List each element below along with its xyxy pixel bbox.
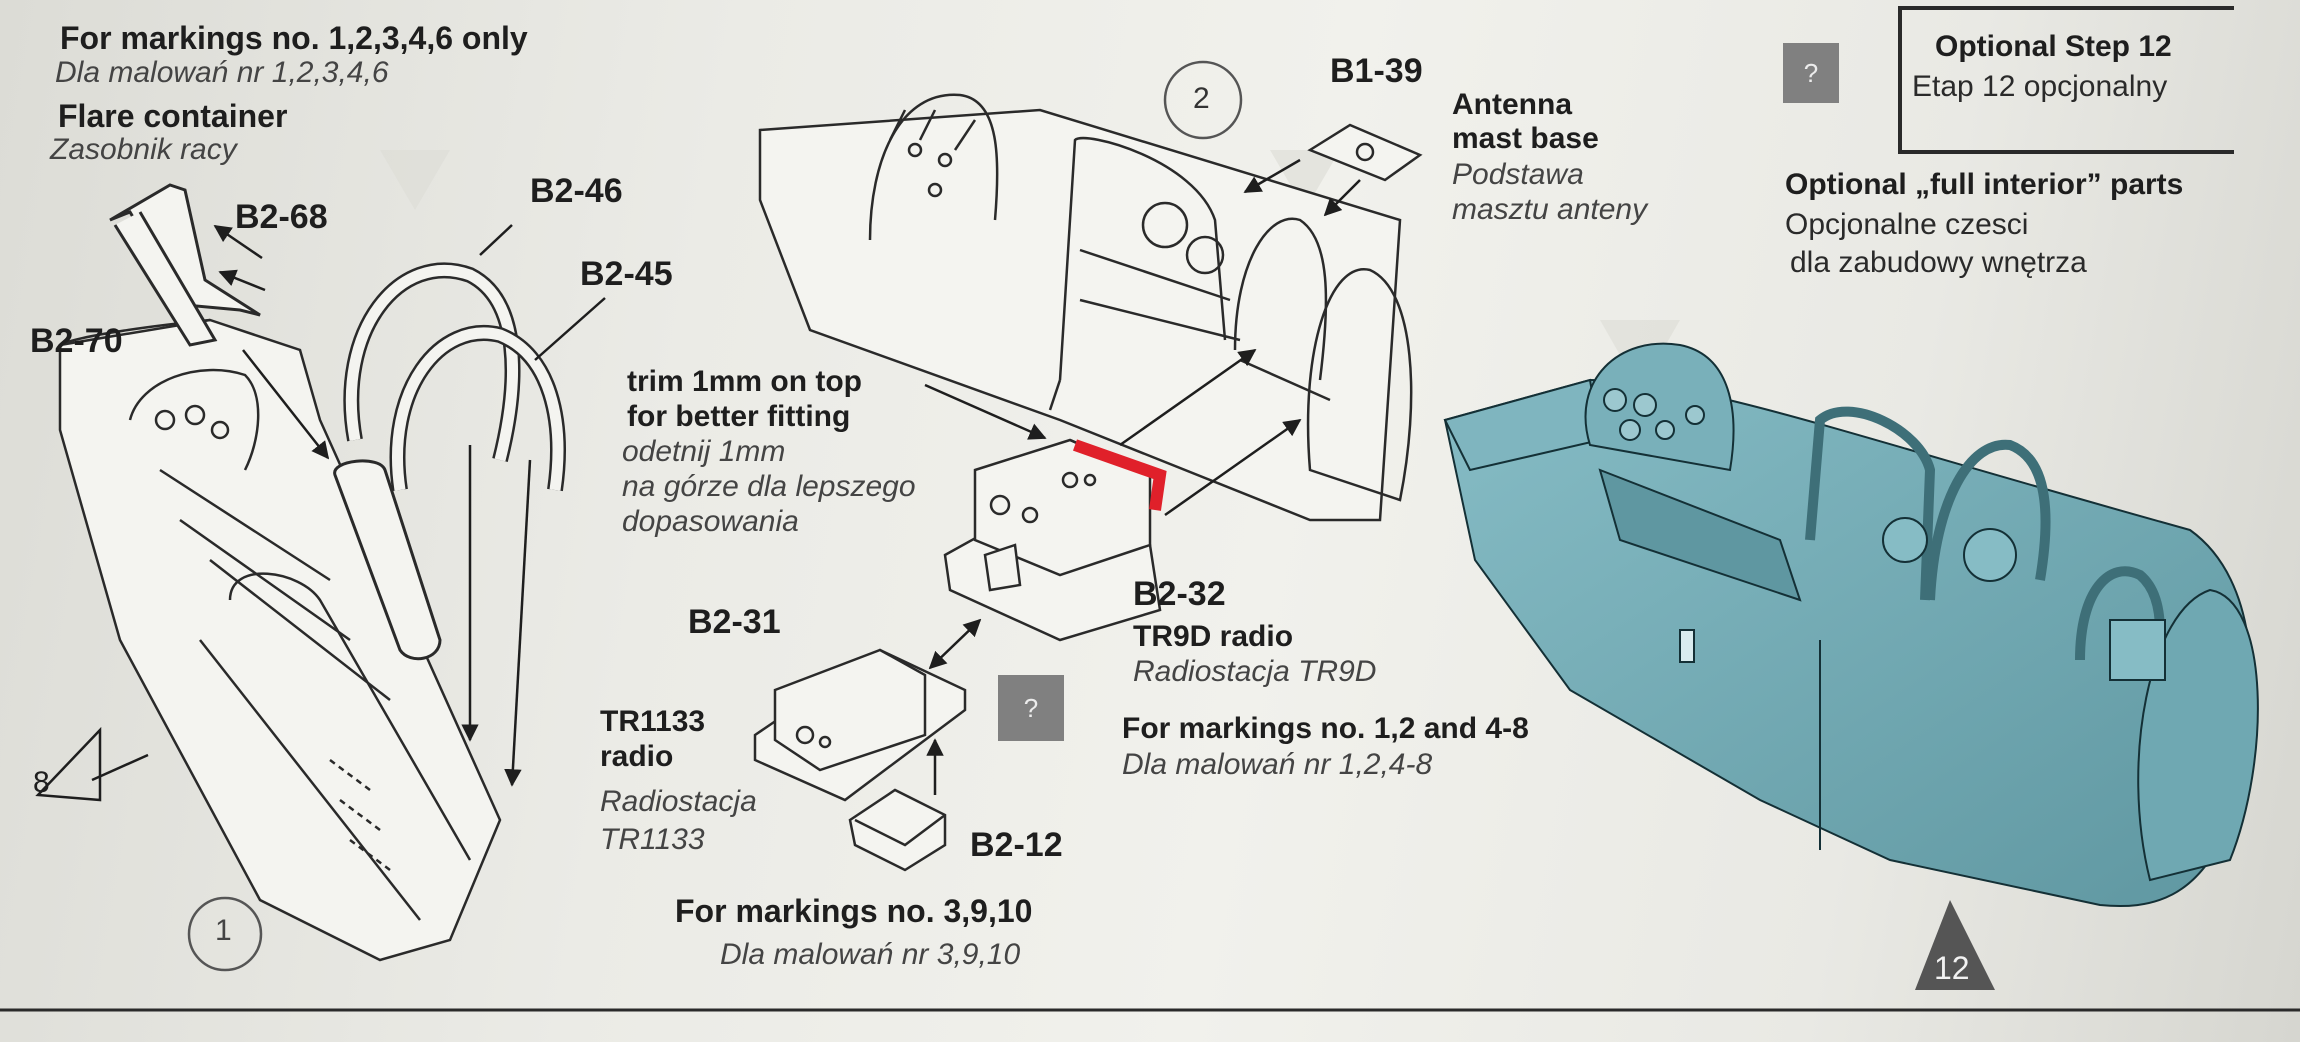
part-label-b2-70: B2-70 [30, 322, 123, 360]
optional-step-title: Optional Step 12 [1935, 30, 2172, 63]
page-number-triangle [1915, 900, 1995, 990]
full-interior-title: Optional „full interior” parts [1785, 168, 2184, 201]
fuselage-left-drawing [58, 318, 502, 962]
step-ref-number: 8 [33, 766, 50, 799]
question-box-right: ? [1783, 43, 1839, 103]
antenna-title-line2: mast base [1452, 122, 1599, 155]
antenna-subtitle-line2: masztu anteny [1452, 193, 1648, 226]
flare-container-title: Flare container [58, 98, 288, 134]
b2-12-part-drawing [848, 788, 947, 872]
tr1133-radio-drawing [753, 648, 967, 802]
trim-note-line2: for better fitting [627, 400, 851, 433]
question-box-center: ? [998, 675, 1064, 741]
frame-parts-drawing [109, 183, 566, 661]
trim-note-pl-line2: na górze dla lepszego [622, 470, 916, 503]
trim-note-pl-line1: odetnij 1mm [622, 435, 786, 468]
fuselage-render [1443, 342, 2259, 908]
fuselage-center-drawing [758, 93, 1413, 522]
sub-step-2-circle [1163, 60, 1243, 140]
antenna-subtitle-line1: Podstawa [1452, 158, 1584, 191]
page-number: 12 [1934, 950, 1970, 986]
optional-step-frame [1898, 6, 2234, 154]
flare-container-subtitle: Zasobnik racy [50, 133, 237, 166]
tr9d-title: TR9D radio [1133, 620, 1294, 653]
tr1133-subtitle-line1: Radiostacja [600, 785, 757, 818]
optional-step-subtitle: Etap 12 opcjonalny [1912, 70, 2168, 103]
tr9d-radio-drawing [943, 438, 1167, 642]
sub-step-1-circle [187, 896, 263, 972]
tr1133-title-line2: radio [600, 740, 674, 773]
tr9d-markings-subtitle: Dla malowań nr 1,2,4-8 [1122, 748, 1433, 781]
left-markings-subtitle: Dla malowań nr 1,2,3,4,6 [55, 56, 389, 89]
left-markings-title: For markings no. 1,2,3,4,6 only [60, 20, 528, 56]
sub-step-2-number: 2 [1193, 82, 1210, 115]
trim-note-line1: trim 1mm on top [627, 365, 863, 398]
trim-note-pl-line3: dopasowania [622, 505, 799, 538]
part-label-b2-46: B2-46 [530, 172, 623, 210]
assembly-arrows-center [924, 158, 1361, 795]
assembly-arrows-left [91, 224, 606, 787]
step-ref-triangle [35, 726, 102, 802]
part-label-b2-68: B2-68 [235, 198, 328, 236]
full-interior-subtitle-line1: Opcjonalne czesci [1785, 208, 2029, 241]
antenna-mast-base-drawing [1307, 123, 1423, 182]
tr9d-subtitle: Radiostacja TR9D [1133, 655, 1377, 688]
part-label-b2-45: B2-45 [580, 255, 673, 293]
part-label-b2-12: B2-12 [970, 826, 1063, 864]
antenna-title-line1: Antenna [1452, 88, 1572, 121]
tr1133-subtitle-line2: TR1133 [600, 823, 705, 856]
bottom-markings-subtitle: Dla malowań nr 3,9,10 [720, 938, 1021, 971]
part-label-b1-39: B1-39 [1330, 52, 1423, 90]
part-label-b2-31: B2-31 [688, 603, 781, 641]
full-interior-subtitle-line2: dla zabudowy wnętrza [1790, 246, 2087, 279]
bottom-markings-title: For markings no. 3,9,10 [675, 893, 1033, 929]
sub-step-1-number: 1 [215, 914, 232, 947]
tr9d-markings-title: For markings no. 1,2 and 4-8 [1122, 712, 1529, 745]
tr1133-title-line1: TR1133 [600, 705, 706, 738]
part-label-b2-32: B2-32 [1133, 575, 1226, 613]
